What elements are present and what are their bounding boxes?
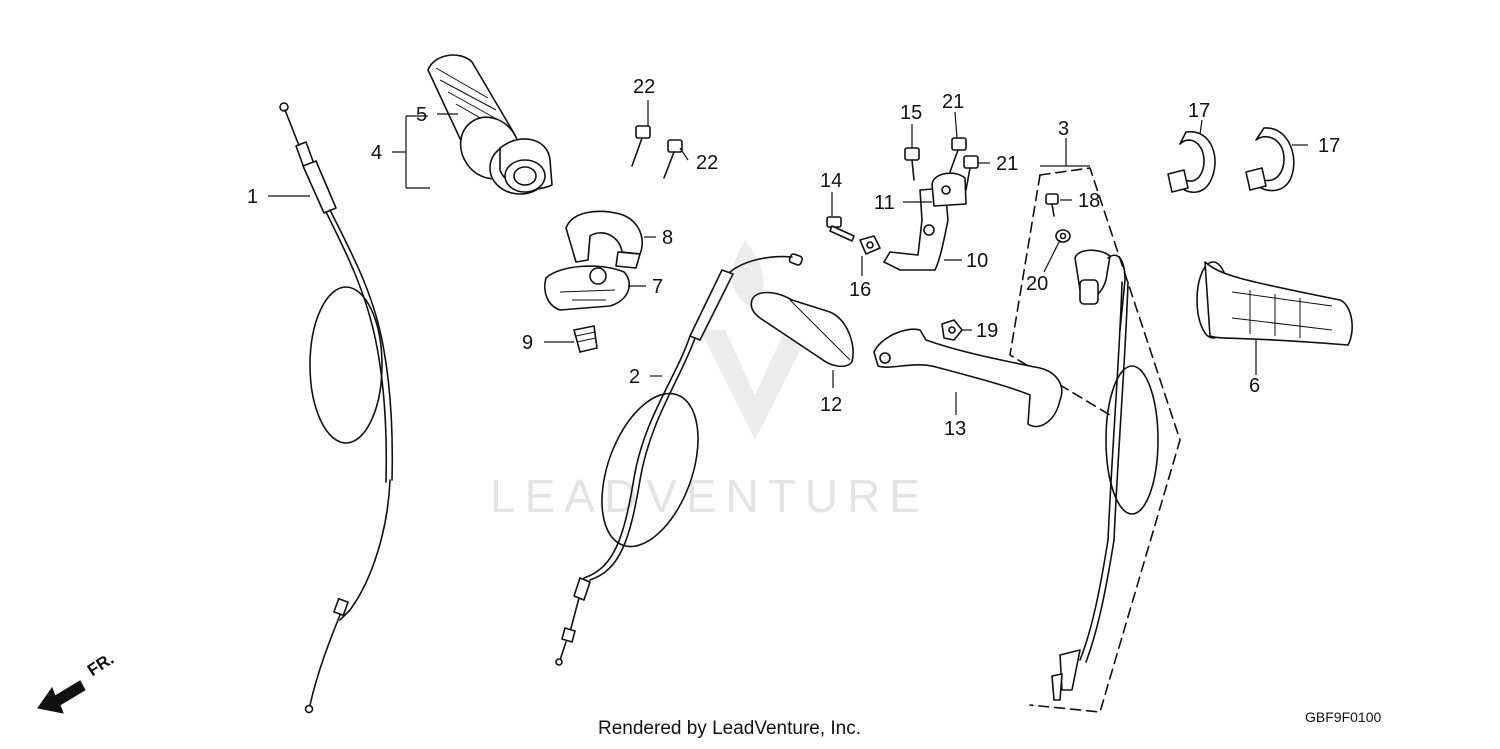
part-21-bolt-b	[963, 155, 979, 191]
watermark-logo	[700, 240, 810, 440]
callout-18: 18	[1078, 190, 1100, 212]
front-direction-arrow-icon	[37, 680, 86, 714]
part-14-bolt	[826, 216, 855, 242]
part-19-nut	[941, 319, 963, 341]
callout-3: 3	[1058, 118, 1069, 140]
part-2-clutch-cable	[555, 253, 803, 666]
part-6-grip	[1196, 261, 1353, 346]
part-1-throttle-cable	[279, 102, 394, 714]
callout-6: 6	[1249, 375, 1260, 397]
callout-8: 8	[662, 227, 673, 249]
callout-5: 5	[416, 104, 427, 126]
watermark-text: LEADVENTURE	[490, 470, 929, 522]
part-16-nut	[859, 235, 881, 255]
part-21-bolt-a	[949, 137, 967, 173]
callout-20: 20	[1026, 273, 1048, 295]
callout-9: 9	[522, 332, 533, 354]
part-20-washer	[1055, 229, 1071, 243]
part-10-bracket	[883, 187, 949, 271]
callout-15: 15	[900, 102, 922, 124]
callout-17-a: 17	[1188, 100, 1210, 122]
callout-21-b: 21	[996, 153, 1018, 175]
part-22-screw-b	[663, 139, 683, 179]
part-11-holder	[931, 172, 967, 207]
callout-2: 2	[629, 366, 640, 388]
part-17-clip-left	[1245, 127, 1295, 192]
leader-lines	[268, 100, 1308, 415]
callout-21-a: 21	[942, 91, 964, 113]
part-9-adjuster	[573, 325, 598, 353]
part-22-screw-a	[631, 125, 651, 167]
callout-16: 16	[849, 279, 871, 301]
part-3-kill-switch	[1009, 165, 1181, 713]
part-15-bolt	[904, 147, 920, 181]
callout-7: 7	[652, 276, 663, 298]
callout-1: 1	[247, 186, 258, 208]
callout-22-b: 22	[696, 152, 718, 174]
callout-14: 14	[820, 170, 842, 192]
callout-12: 12	[820, 394, 842, 416]
callout-numbers: 1 2 3 4 5 6 7 8 9 10 11 12 13 14 15 16 1…	[247, 76, 1340, 440]
callout-19: 19	[976, 320, 998, 342]
part-17-clip-right	[1167, 131, 1216, 194]
part-7-housing-lower	[544, 265, 631, 311]
part-18-screw	[1045, 193, 1059, 217]
callout-17-b: 17	[1318, 135, 1340, 157]
part-12-lever-cover	[750, 291, 854, 368]
diagram-code: GBF9F0100	[1305, 709, 1382, 725]
callout-10: 10	[966, 250, 988, 272]
callout-22-a: 22	[633, 76, 655, 98]
callout-11: 11	[874, 192, 895, 214]
callout-4: 4	[371, 142, 382, 164]
render-credit: Rendered by LeadVenture, Inc.	[598, 718, 862, 739]
part-8-housing-upper	[565, 210, 644, 269]
part-4-throttle-assembly	[427, 54, 553, 195]
part-13-clutch-lever	[873, 328, 1063, 428]
callout-13: 13	[944, 418, 966, 440]
